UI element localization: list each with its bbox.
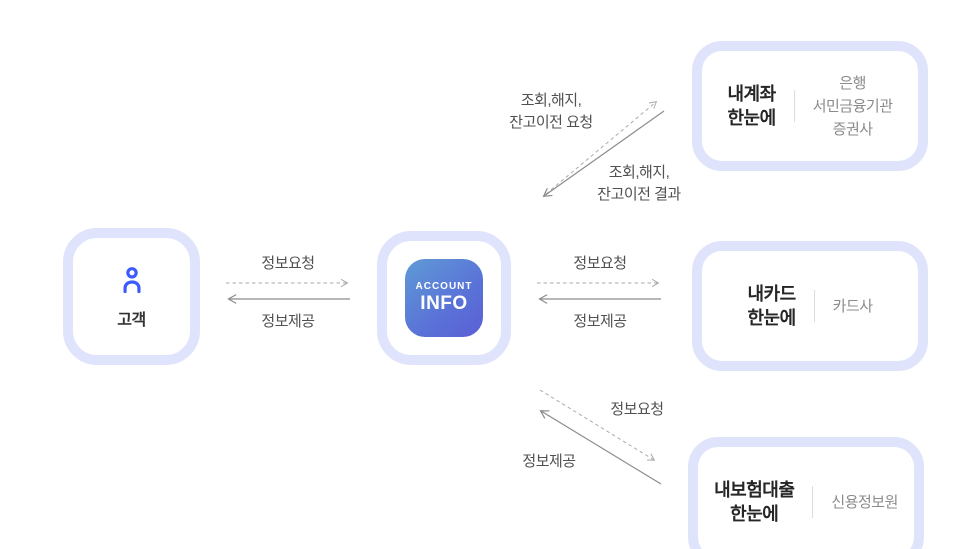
institution-item: 신용정보원 xyxy=(831,493,898,511)
label-app-card-provide: 정보제공 xyxy=(573,313,627,330)
service-title: 내계좌 한눈에 xyxy=(727,82,777,130)
service-title-line1: 내카드 xyxy=(747,284,796,304)
institution-item: 은행 xyxy=(839,74,866,92)
label-app-insurance-request: 정보요청 xyxy=(610,401,664,418)
service-institutions: 신용정보원 xyxy=(831,491,898,514)
service-node-my-accounts: 내계좌 한눈에 은행 서민금융기관 증권사 xyxy=(692,41,928,171)
app-node: ACCOUNT INFO xyxy=(377,231,511,365)
label-customer-app-provide: 정보제공 xyxy=(261,313,315,330)
app-name-line1: ACCOUNT xyxy=(415,281,473,292)
service-node-my-cards: 내카드 한눈에 카드사 xyxy=(692,241,928,371)
service-institutions: 카드사 xyxy=(833,295,873,318)
label-line2: 잔고이전 요청 xyxy=(509,114,593,131)
divider xyxy=(812,486,814,518)
arrow-insurance-to-app-provide xyxy=(539,410,662,485)
label-customer-app-request: 정보요청 xyxy=(261,255,315,272)
label-line1: 조회,해지, xyxy=(608,164,670,181)
label-app-account-request: 조회,해지, 잔고이전 요청 xyxy=(509,90,593,134)
divider xyxy=(813,290,815,322)
service-title: 내보험대출 한눈에 xyxy=(714,478,795,526)
customer-node: 고객 xyxy=(63,228,200,365)
divider xyxy=(793,90,795,122)
service-title: 내카드 한눈에 xyxy=(747,282,796,330)
institution-item: 카드사 xyxy=(832,297,873,315)
service-institutions: 은행 서민금융기관 증권사 xyxy=(813,72,893,141)
service-title-line1: 내계좌 xyxy=(727,84,777,104)
service-content: 내카드 한눈에 카드사 xyxy=(747,282,873,330)
institution-item: 서민금융기관 xyxy=(812,97,893,115)
person-icon xyxy=(122,266,141,293)
service-node-my-insurance-loans: 내보험대출 한눈에 신용정보원 xyxy=(688,437,924,549)
customer-content: 고객 xyxy=(116,264,148,330)
service-title-line2: 한눈에 xyxy=(747,308,796,328)
service-content: 내보험대출 한눈에 신용정보원 xyxy=(714,478,898,526)
customer-label: 고객 xyxy=(117,311,146,329)
app-name-line2: INFO xyxy=(420,293,468,314)
service-title-line1: 내보험대출 xyxy=(714,480,795,500)
label-line1: 조회,해지, xyxy=(520,92,582,109)
service-content: 내계좌 한눈에 은행 서민금융기관 증권사 xyxy=(728,72,893,141)
account-info-app-icon: ACCOUNT INFO xyxy=(405,259,483,337)
label-app-account-result: 조회,해지, 잔고이전 결과 xyxy=(597,162,681,206)
label-line2: 잔고이전 결과 xyxy=(597,186,681,203)
label-app-card-request: 정보요청 xyxy=(573,255,627,272)
service-title-line2: 한눈에 xyxy=(727,108,777,128)
service-title-line2: 한눈에 xyxy=(730,504,779,524)
label-app-insurance-provide: 정보제공 xyxy=(522,453,576,470)
institution-item: 증권사 xyxy=(832,120,873,138)
